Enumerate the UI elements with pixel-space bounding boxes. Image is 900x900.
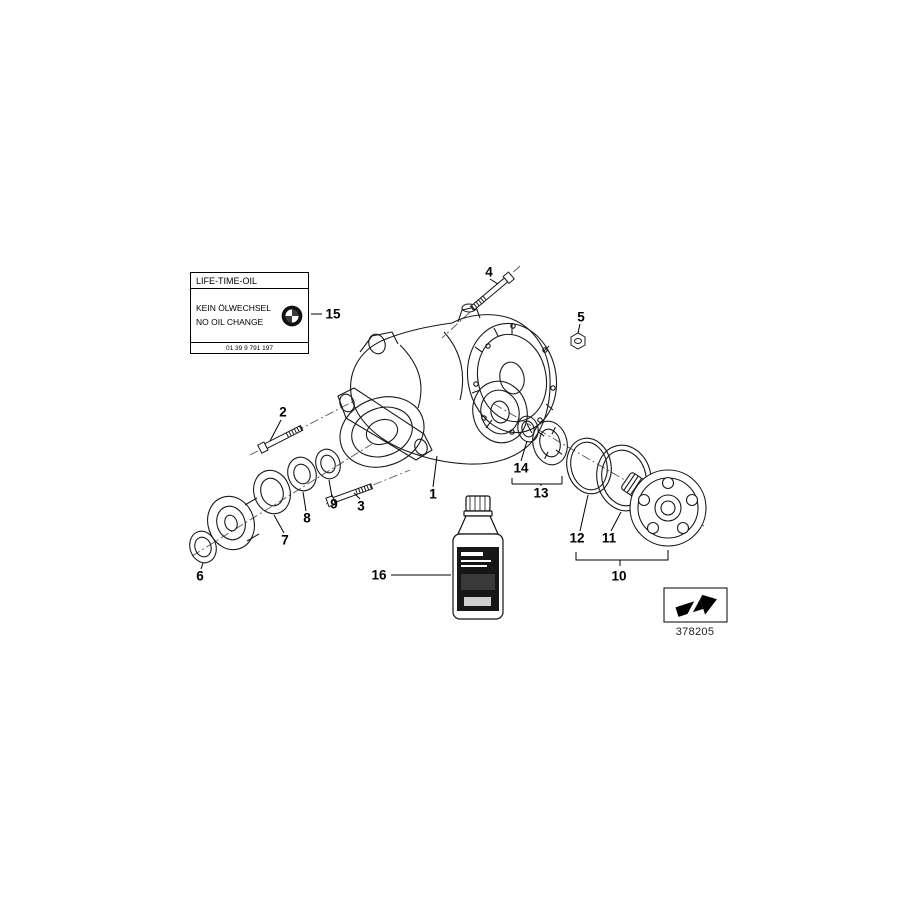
revision-mark-box: [663, 587, 728, 623]
diagram-number: 378205: [675, 626, 715, 638]
shim-12: [566, 437, 612, 495]
callout-9[interactable]: 9: [330, 496, 338, 512]
output-shaft-parts: [517, 415, 707, 547]
callout-12[interactable]: 12: [569, 530, 585, 546]
ring-7: [253, 469, 291, 515]
oil-bottle: [452, 495, 504, 620]
callout-14[interactable]: 14: [513, 460, 529, 476]
callout-11[interactable]: 11: [601, 530, 617, 546]
output-flange-10: [621, 469, 707, 547]
label-part-number: 01 39 9 791 197: [191, 342, 308, 353]
bolt-4: [469, 271, 515, 311]
callout-3[interactable]: 3: [357, 498, 365, 514]
label-line-en: NO OIL CHANGE: [196, 316, 264, 327]
label-line-de: KEIN ÖLWECHSEL: [196, 303, 271, 314]
callout-15[interactable]: 15: [325, 306, 341, 322]
nut-5: [570, 332, 586, 350]
bolt-2: [257, 424, 304, 454]
input-flange: [207, 495, 255, 551]
bolt-3: [325, 483, 374, 508]
label-title: LIFE-TIME-OIL: [191, 273, 308, 289]
seal-6: [189, 530, 217, 564]
callout-6[interactable]: 6: [196, 568, 204, 584]
callout-10[interactable]: 10: [611, 568, 627, 584]
callout-5[interactable]: 5: [577, 309, 585, 325]
differential-housing: [337, 303, 558, 468]
fasteners: [257, 271, 586, 508]
callout-8[interactable]: 8: [303, 510, 311, 526]
leader-lines: [200, 278, 669, 576]
callout-13[interactable]: 13: [533, 485, 549, 501]
callout-2[interactable]: 2: [279, 404, 287, 420]
callout-1[interactable]: 1: [429, 486, 437, 502]
bmw-roundel-icon: [281, 305, 303, 327]
callout-16[interactable]: 16: [371, 567, 387, 583]
lifetime-oil-label: LIFE-TIME-OIL KEIN ÖLWECHSEL NO OIL CHAN…: [190, 272, 309, 354]
ring-9: [315, 448, 341, 480]
callout-7[interactable]: 7: [281, 532, 289, 548]
input-shaft-parts: [189, 448, 341, 564]
bearing-13: [532, 420, 568, 466]
callout-4[interactable]: 4: [485, 264, 493, 280]
ring-8: [287, 456, 317, 492]
